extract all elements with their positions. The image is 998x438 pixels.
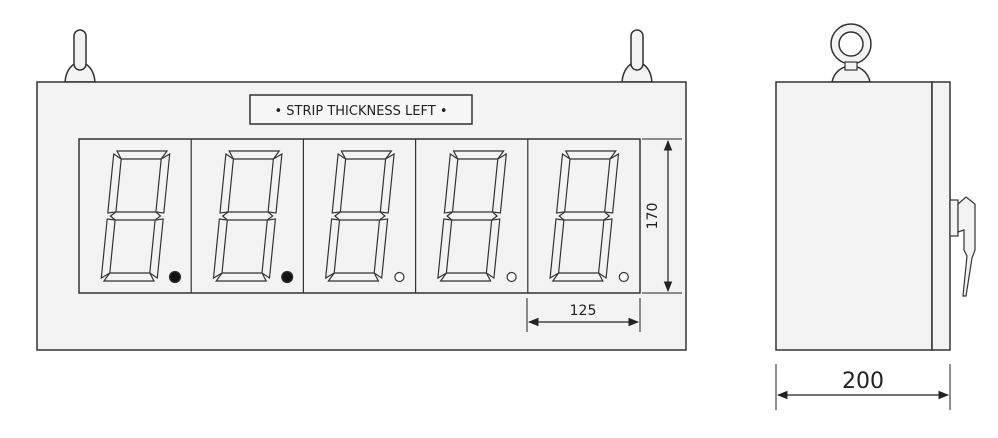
segment-d <box>215 272 268 282</box>
side-enclosure <box>775 81 933 351</box>
digit-cell <box>212 150 294 284</box>
decimal-point <box>506 271 517 283</box>
segment-a <box>452 150 505 160</box>
right-mounting-peg <box>621 29 653 83</box>
decimal-point <box>168 270 182 284</box>
digit-window <box>78 138 641 294</box>
segment-e <box>100 218 116 280</box>
height-dimension-label: 170 <box>645 203 661 230</box>
segment-a <box>340 150 393 160</box>
side-view: 200 <box>775 23 976 410</box>
segment-d <box>551 272 604 282</box>
latch <box>949 196 976 297</box>
front-view: • STRIP THICKNESS LEFT • 170 125 <box>36 29 687 351</box>
eye-bolt <box>830 23 872 83</box>
segment-a <box>564 150 617 160</box>
depth-dimension: 200 <box>775 364 951 410</box>
digit-width-dimension: 125 <box>526 298 641 332</box>
segment-d <box>439 272 492 282</box>
rear-cover <box>931 81 951 351</box>
segment-d <box>327 272 380 282</box>
segment-d <box>102 272 155 282</box>
left-mounting-peg <box>64 29 96 83</box>
segment-e <box>437 218 453 280</box>
segment-g <box>221 211 274 221</box>
digit-cell <box>437 150 517 283</box>
decimal-point <box>618 271 629 283</box>
segment-e <box>212 218 228 280</box>
segment-g <box>558 211 611 221</box>
height-dimension: 170 <box>642 138 682 294</box>
digit-cell <box>100 150 182 284</box>
segment-a <box>228 150 281 160</box>
label-plate-text: • STRIP THICKNESS LEFT • <box>274 104 447 119</box>
depth-dimension-label: 200 <box>842 369 884 394</box>
segment-g <box>446 211 499 221</box>
digit-cell <box>324 150 405 283</box>
digit-cell <box>549 150 629 283</box>
segment-e <box>549 218 565 280</box>
decimal-point <box>394 271 405 283</box>
segment-g <box>333 211 386 221</box>
segment-e <box>324 218 341 280</box>
label-plate: • STRIP THICKNESS LEFT • <box>249 94 473 125</box>
segment-a <box>116 150 169 160</box>
digit-width-dimension-label: 125 <box>570 303 597 319</box>
decimal-point <box>281 270 294 284</box>
segment-g <box>109 211 162 221</box>
